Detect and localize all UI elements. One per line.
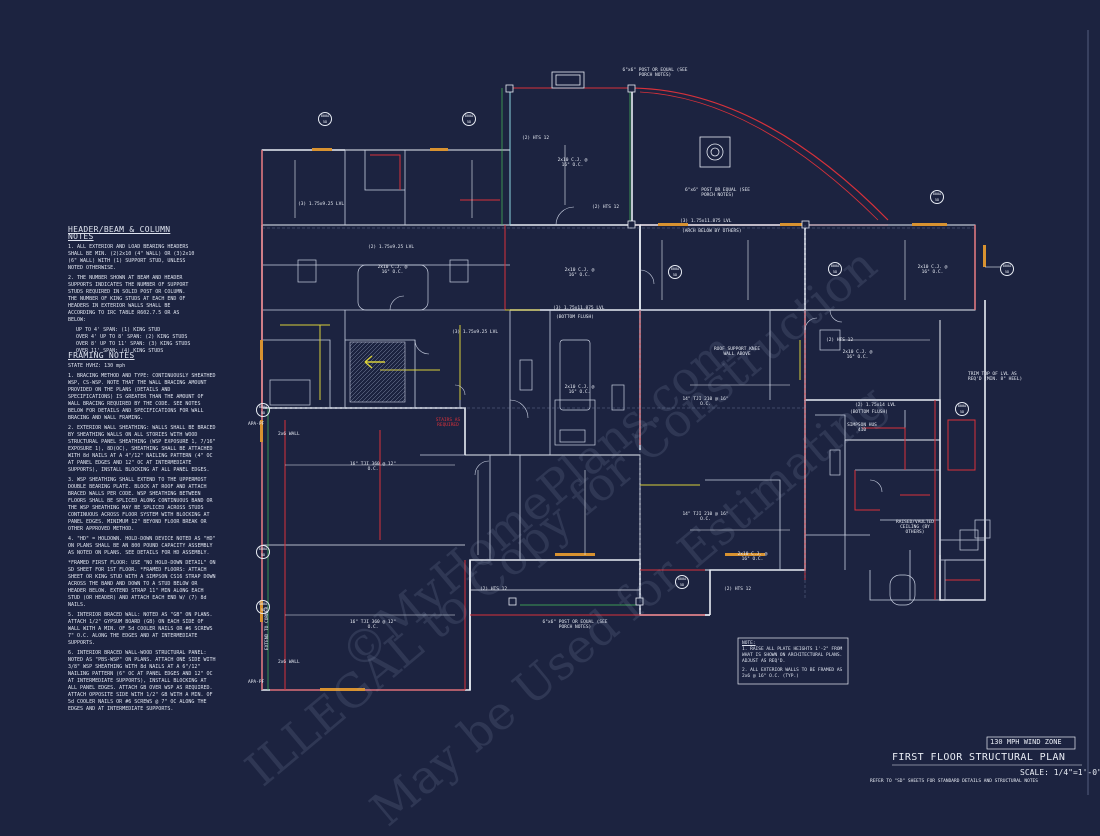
lvl-label: (2) 1.75x9.25 LVL [368, 245, 415, 250]
truss-label: 16" TJI 360 @ 12" O.C. [349, 462, 397, 473]
stair [349, 341, 406, 403]
note-item: 3. WSP SHEATHING SHALL EXTEND TO THE UPP… [68, 477, 213, 532]
cj-label: 2x10 C.J. @ 16" O.C. [917, 265, 948, 276]
plan-note-frame [737, 637, 849, 685]
stairs-label: STAIRS AS REQUIRED [435, 418, 461, 429]
bolt-mark: 800A 5D [1000, 262, 1014, 276]
bolt-mark: 800A 5D [318, 112, 332, 126]
hts-label: (2) HTS 12 [522, 136, 550, 141]
sheet-refer: REFER TO "SD" SHEETS FOR STANDARD DETAIL… [870, 779, 1038, 784]
posts [505, 71, 810, 606]
note-item: 2. EXTERIOR WALL SHEATHING: WALLS SHALL … [68, 425, 216, 473]
roof-support-label: ROOF SUPPORT KNEE WALL ABOVE [713, 347, 761, 358]
note-item: 4. "HD" = HOLDOWN. HOLD-DOWN DEVICE NOTE… [68, 536, 216, 556]
ceiling-label: RAISED/VAULTED CEILING (BY OTHERS) [896, 520, 934, 536]
hts-label: (2) HTS 12 [480, 587, 508, 592]
note-item: 2. THE NUMBER SHOWN AT BEAM AND HEADER S… [68, 275, 189, 323]
framing-subtitle: STATE HVHZ: 130 mph [68, 363, 126, 369]
trim-label: TRIM TOP OF LVL AS REQ'D (MIN. 8" HEEL) [968, 372, 1023, 383]
arch-label: (ARCH BELOW BY OTHERS) [682, 229, 742, 234]
flush-label: (BOTTOM FLUSH) [556, 315, 594, 320]
lvl-label: (2) 1.75x14 LVL [855, 403, 896, 408]
cj-label: 2x10 C.J. @ 16" O.C. [564, 268, 595, 279]
post-label: 6"x6" POST OR EQUAL (SEE PORCH NOTES) [684, 188, 751, 199]
cj-label: 2x10 C.J. @ 16" O.C. [557, 158, 588, 169]
cj-label: 2x10 C.J. @ 16" O.C. [737, 552, 768, 563]
bolt-mark: 800A 5D [930, 190, 944, 204]
note-item: 5. INTERIOR BRACED WALL: NOTED AS "GB" O… [68, 612, 213, 646]
hts-label: (2) HTS 12 [592, 205, 620, 210]
sheet-title: FIRST FLOOR STRUCTURAL PLAN [892, 752, 1066, 763]
bolt-mark: 800A 5D [955, 402, 969, 416]
hts-label: (2) HTS 12 [724, 587, 752, 592]
framing-notes-title: FRAMING NOTES [68, 351, 135, 360]
note-item: *FRAMED FIRST FLOOR: USE "NO HOLD-DOWN D… [68, 560, 216, 608]
extend-label: EXTEND TO CORNER [265, 606, 270, 650]
cj-label: 2x10 C.J. @ 16" O.C. [377, 265, 408, 276]
lvl-label: (3) 1.75x9.25 LVL [452, 330, 499, 335]
plan-note-item: 1. RAISE ALL PLATE HEIGHTS 1'-2" FROM WH… [742, 647, 843, 664]
note-item: 1. ALL EXTERIOR AND LOAD BEARING HEADERS… [68, 244, 195, 271]
framing-notes: FRAMING NOTES STATE HVHZ: 130 mph 1. BRA… [68, 352, 218, 716]
apa-label: APA-PF [248, 680, 265, 685]
flush-label: (BOTTOM FLUSH) [850, 410, 888, 415]
plan-note-item: 2. ALL EXTERIOR WALLS TO BE FRAMED AS 2x… [742, 668, 843, 679]
bolt-mark: 800A 5D [462, 112, 476, 126]
lvl-label: (3) 1.75x11.875 LVL [553, 306, 605, 311]
note-item: 6. INTERIOR BRACED WALL-WOOD STRUCTURAL … [68, 650, 216, 712]
bolt-mark: 800A 5D [256, 600, 270, 614]
wind-zone-frame [986, 736, 1076, 750]
lvl-label: (3) 1.75x9.25 LVL [298, 202, 345, 207]
bolt-mark: 800A 5D [828, 262, 842, 276]
truss-label: 14" TJI 210 @ 16" O.C. [682, 397, 729, 408]
header-notes-title: HEADER/BEAM & COLUMN NOTES [68, 225, 171, 241]
note-item: OVER 11' SPAN: (4) KING STUDS [76, 348, 164, 354]
truss-label: 16" TJI 360 @ 12" O.C. [349, 620, 397, 631]
interior-walls [262, 150, 985, 601]
span-arrows [285, 145, 1000, 616]
hts-label: (2) HTS 12 [826, 338, 854, 343]
note-item: OVER 8' UP TO 11' SPAN: (3) KING STUDS [76, 341, 191, 347]
simpson-label: SIMPSON HUS 410 [847, 423, 877, 434]
plan-note: NOTE: 1. RAISE ALL PLATE HEIGHTS 1'-2" F… [742, 641, 846, 683]
wall-label: 2x6 WALL [278, 660, 300, 665]
plan-note-title: NOTE: [742, 641, 756, 646]
bolt-mark: 800A 5D [668, 265, 682, 279]
bolt-mark: 800A 5D [256, 403, 270, 417]
note-item: 1. BRACING METHOD AND TYPE: CONTINUOUSLY… [68, 373, 216, 421]
post-label: 6"x6" POST OR EQUAL (SEE PORCH NOTES) [622, 68, 688, 79]
apa-label: APA-PF [248, 422, 265, 427]
lvl-label: (3) 1.75x11.875 LVL [680, 219, 732, 224]
cj-label: 2x10 C.J. @ 16" O.C. [842, 350, 873, 361]
post-label: 6"x6" POST OR EQUAL (SEE PORCH NOTES) [542, 620, 608, 631]
arrow-icon [364, 355, 385, 369]
note-item: OVER 4' UP TO 8' SPAN: (2) KING STUDS [76, 334, 188, 340]
truss-label: 14" TJI 210 @ 16" O.C. [682, 512, 729, 523]
wall-label: 2x6 WALL [278, 432, 300, 437]
bolt-mark: 800A 5D [256, 545, 270, 559]
wind-zone: 130 MPH WIND ZONE [990, 738, 1062, 746]
cj-label: 2x10 C.J. @ 16" O.C. [564, 385, 595, 396]
header-notes: HEADER/BEAM & COLUMN NOTES 1. ALL EXTERI… [68, 226, 196, 355]
note-item: UP TO 4' SPAN: (1) KING STUD [76, 327, 161, 333]
door-swings [389, 206, 883, 493]
bolt-mark: 800A 5D [675, 575, 689, 589]
sheet-scale: SCALE: 1/4"=1'-0" [1020, 768, 1100, 777]
beam-lines [262, 225, 975, 615]
